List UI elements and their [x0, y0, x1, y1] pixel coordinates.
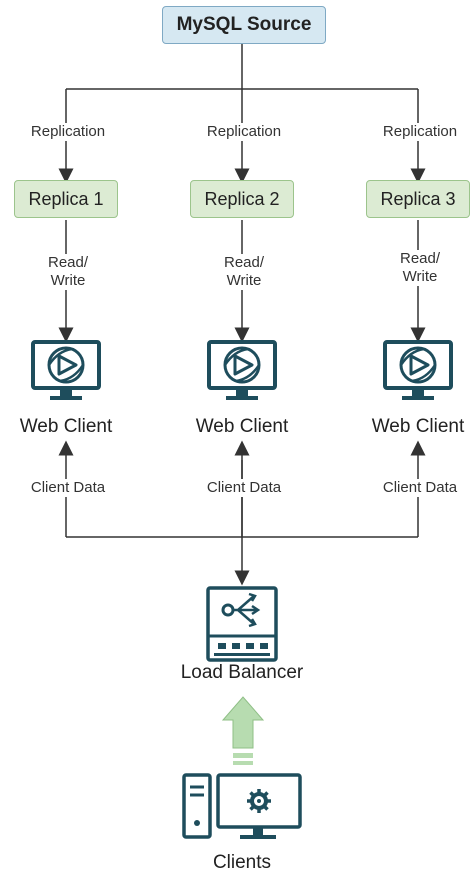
- web-client-label-1: Web Client: [19, 416, 113, 437]
- replication-label-3: Replication: [366, 123, 474, 141]
- read-write-line-1: Read/: [223, 254, 265, 271]
- replica-2-label: Replica 2: [204, 188, 280, 209]
- replica-1-label: Replica 1: [28, 188, 104, 209]
- clients-label: Clients: [212, 852, 272, 873]
- clients-icon: [182, 773, 302, 839]
- client-data-connectors: [58, 440, 426, 586]
- replica-3-label: Replica 3: [380, 188, 456, 209]
- replication-label-1: Replication: [14, 123, 122, 141]
- web-client-label-2: Web Client: [195, 416, 289, 437]
- client-data-label-1: Client Data: [14, 479, 122, 497]
- client-data-label-2: Client Data: [190, 479, 298, 497]
- replica-2-node: Replica 2: [190, 180, 294, 218]
- mysql-source-label: MySQL Source: [176, 14, 312, 35]
- replication-label-2: Replication: [190, 123, 298, 141]
- load-balancer-label: Load Balancer: [180, 662, 304, 683]
- replica-3-node: Replica 3: [366, 180, 470, 218]
- web-client-icon-2: [207, 340, 277, 400]
- replica-1-node: Replica 1: [14, 180, 118, 218]
- client-data-label-3: Client Data: [366, 479, 474, 497]
- read-write-line-2: Write: [226, 272, 262, 289]
- read-write-line-1: Read/: [47, 254, 89, 271]
- replication-connectors: [58, 44, 426, 184]
- web-client-label-3: Web Client: [371, 416, 465, 437]
- gear-icon: [247, 789, 271, 813]
- read-write-line-2: Write: [402, 268, 438, 285]
- clients-to-load-balancer-arrow: [221, 696, 265, 765]
- read-write-line-2: Write: [50, 272, 86, 289]
- read-write-label-1: Read/ Write: [36, 254, 100, 290]
- web-client-icon-3: [383, 340, 453, 400]
- web-client-icon-1: [31, 340, 101, 400]
- load-balancer-icon: [206, 586, 278, 662]
- mysql-source-node: MySQL Source: [162, 6, 326, 44]
- read-write-label-3: Read/ Write: [388, 250, 452, 286]
- read-write-line-1: Read/: [399, 250, 441, 267]
- read-write-label-2: Read/ Write: [212, 254, 276, 290]
